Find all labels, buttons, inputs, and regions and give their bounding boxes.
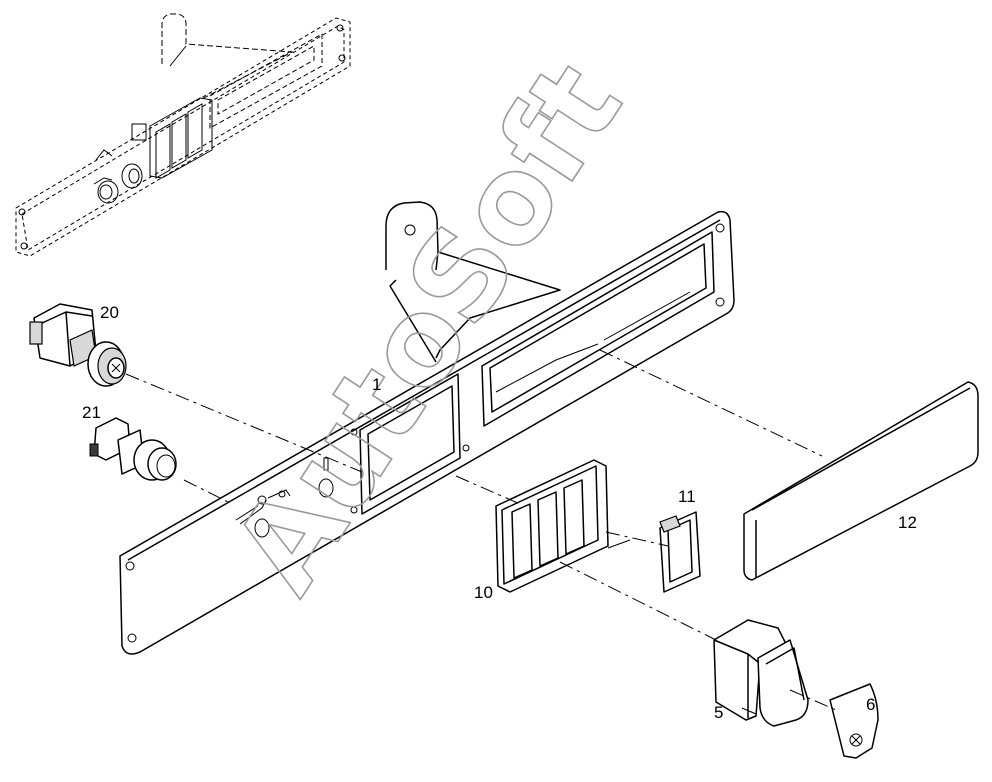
- part-10-switch-frame: [495, 459, 631, 593]
- callout-20: 20: [100, 303, 119, 322]
- callout-11: 11: [678, 487, 696, 506]
- part-5-rocker-switch: [713, 619, 809, 727]
- assembly-overview-drawing: [15, 13, 351, 257]
- callout-6: 6: [866, 695, 875, 714]
- part-20-rotary-switch: [29, 303, 127, 387]
- part-11-blank-insert: [659, 511, 701, 593]
- part-21-key-switch: [89, 417, 177, 481]
- callout-21: 21: [82, 403, 101, 422]
- callout-10: 10: [474, 583, 493, 602]
- callout-12: 12: [898, 513, 917, 532]
- part-6-rocker-cap: [829, 683, 879, 759]
- part-12-display-lens: [743, 381, 979, 581]
- instrument-panel-plate: [119, 210, 735, 655]
- callout-5: 5: [714, 703, 723, 722]
- callout-1: 1: [372, 375, 381, 394]
- assembly-lines: [125, 349, 837, 711]
- mounting-bracket: [385, 201, 561, 363]
